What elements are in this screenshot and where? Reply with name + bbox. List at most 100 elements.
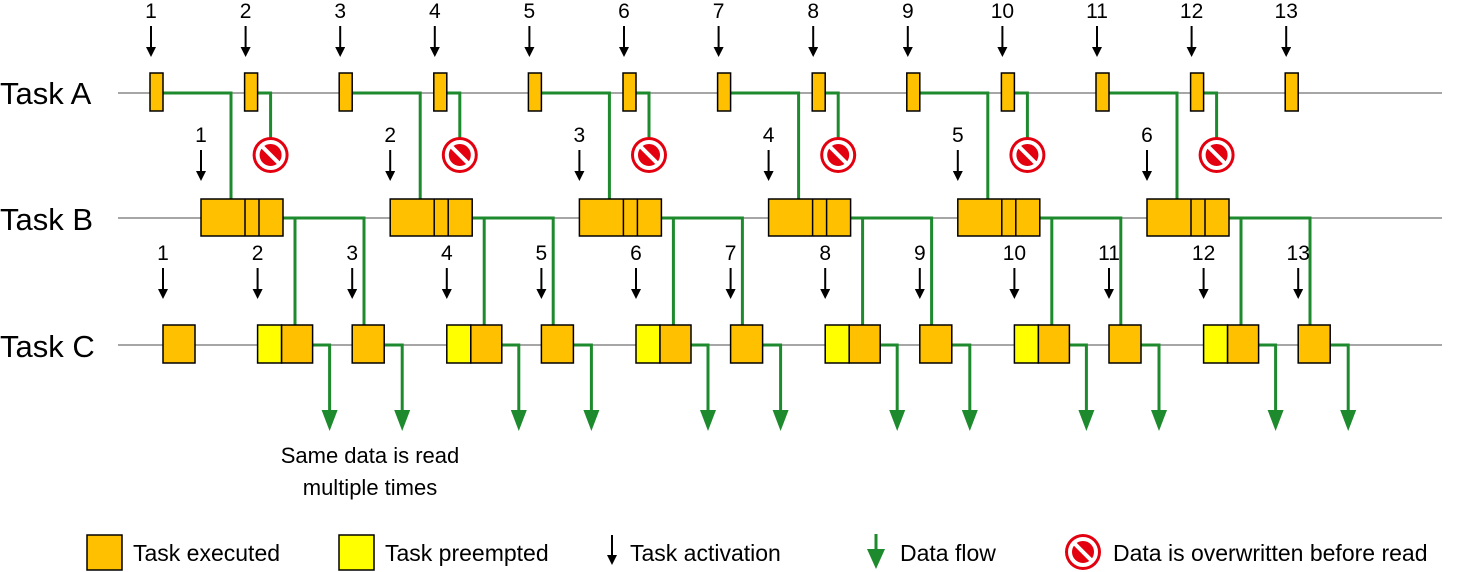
task-c-label: Task C xyxy=(0,329,95,364)
task-c-activation-5-number: 5 xyxy=(536,242,548,265)
flow-c-out-8-arrowhead xyxy=(889,410,906,431)
flow-c-out-7-arrowhead xyxy=(772,410,789,431)
task-c-activation-6-number: 6 xyxy=(630,242,642,265)
task-a-job-10 xyxy=(1000,72,1016,112)
task-a-activation-5-number: 5 xyxy=(524,0,536,23)
task-b-activation-5-number: 5 xyxy=(952,124,964,147)
overwrite-icon-4 xyxy=(820,137,857,173)
task-c-activation-4-number: 4 xyxy=(441,242,453,265)
task-c-job-1 xyxy=(162,324,196,364)
task-c-activation-1-number: 1 xyxy=(157,242,169,265)
task-c-job-13 xyxy=(1297,324,1331,364)
task-c-activation-7-number: 7 xyxy=(725,242,737,265)
legend-overwritten-label: Data is overwritten before read xyxy=(1113,540,1428,566)
task-a-job-13 xyxy=(1284,72,1299,112)
note-line-1: Same data is read xyxy=(281,443,460,468)
task-b-job-5 xyxy=(957,198,1041,237)
flow-c-out-3-arrowhead xyxy=(394,410,411,431)
task-a-job-11 xyxy=(1095,72,1110,112)
legend-executed-label: Task executed xyxy=(133,540,280,566)
task-a-job-1 xyxy=(149,72,164,112)
data-flow-layer xyxy=(157,91,1357,431)
legend: Task executed Task preempted Task activa… xyxy=(86,534,1428,571)
legend-dataflow-arrowhead-icon xyxy=(867,549,885,569)
task-c-job-2-preempted xyxy=(256,324,283,364)
task-c-job-6-preempted xyxy=(635,324,661,364)
task-a-activation-12-number: 12 xyxy=(1180,0,1203,23)
task-a-job-9 xyxy=(906,72,921,112)
legend-activation-label: Task activation xyxy=(630,540,781,566)
task-c-job-11 xyxy=(1108,324,1142,364)
task-a-activation-10-number: 10 xyxy=(991,0,1014,23)
task-b-activation-4-number: 4 xyxy=(763,124,775,147)
overwrite-icon-3 xyxy=(631,137,667,173)
task-b-job-2 xyxy=(389,198,473,237)
note-line-2: multiple times xyxy=(303,475,437,500)
overwrite-icon-1 xyxy=(252,137,289,173)
task-b-job-3 xyxy=(578,198,663,237)
task-a-job-12 xyxy=(1189,72,1205,112)
task-b-activation-6-number: 6 xyxy=(1141,124,1153,147)
task-c-job-12-preempted xyxy=(1202,324,1229,364)
overwrite-icon-5 xyxy=(1009,137,1046,173)
task-a-job-5 xyxy=(527,72,543,112)
task-b-job-1 xyxy=(200,198,284,237)
legend-dataflow-label: Data flow xyxy=(900,540,996,566)
task-c-job-9 xyxy=(919,324,953,364)
task-a-activation-9-number: 9 xyxy=(902,0,914,23)
task-a-activation-7-number: 7 xyxy=(713,0,725,23)
task-c-activation-11-number: 11 xyxy=(1098,242,1120,265)
task-a-job-7 xyxy=(716,72,732,112)
task-a-job-4 xyxy=(433,72,448,112)
flow-c-out-12-arrowhead xyxy=(1267,410,1284,431)
task-b-label: Task B xyxy=(0,202,93,237)
task-b-activation-3-number: 3 xyxy=(574,124,586,147)
flow-c-out-10-arrowhead xyxy=(1078,410,1095,431)
task-c-job-4-preempted xyxy=(446,324,472,364)
legend-executed-swatch xyxy=(86,534,123,571)
task-c-job-7 xyxy=(729,324,764,364)
task-a-activation-8-number: 8 xyxy=(807,0,819,23)
task-execution-layer xyxy=(149,72,1331,364)
legend-preempted-swatch xyxy=(338,534,375,571)
legend-preempted-label: Task preempted xyxy=(385,540,549,566)
task-a-activation-3-number: 3 xyxy=(334,0,346,23)
task-c-job-6-executed xyxy=(659,324,692,364)
task-c-activation-3-number: 3 xyxy=(346,242,358,265)
flow-c-out-6-arrowhead xyxy=(700,410,716,431)
flow-c-out-4-arrowhead xyxy=(510,410,527,431)
task-c-activation-9-number: 9 xyxy=(914,242,926,265)
task-a-activation-4-number: 4 xyxy=(429,0,441,23)
task-a-activation-11-number: 11 xyxy=(1086,0,1108,23)
task-c-activation-12-number: 12 xyxy=(1192,242,1215,265)
task-c-activation-10-number: 10 xyxy=(1003,242,1026,265)
task-c-activation-8-number: 8 xyxy=(819,242,831,265)
task-c-job-5 xyxy=(540,324,575,364)
flow-c-out-5-arrowhead xyxy=(583,410,600,431)
task-c-job-4-executed xyxy=(470,324,503,364)
task-c-activation-13-number: 13 xyxy=(1287,242,1310,265)
task-c-job-10-preempted xyxy=(1013,324,1040,364)
task-a-job-3 xyxy=(338,72,353,112)
overwrite-icon-2 xyxy=(441,137,478,173)
task-c-job-3 xyxy=(351,324,385,364)
flow-c-out-13-arrowhead xyxy=(1340,410,1357,431)
task-c-job-8-executed xyxy=(848,324,881,364)
overwrite-icon-6 xyxy=(1198,137,1235,173)
task-a-label: Task A xyxy=(0,76,92,111)
task-b-job-6 xyxy=(1146,198,1230,237)
task-b-activation-1-number: 1 xyxy=(195,124,207,147)
flow-c-out-9-arrowhead xyxy=(961,410,978,431)
task-c-job-10-executed xyxy=(1037,324,1071,364)
task-a-job-6 xyxy=(622,72,637,112)
task-a-activation-6-number: 6 xyxy=(618,0,630,23)
overwrite-layer xyxy=(252,137,1235,173)
legend-overwritten-icon xyxy=(1065,534,1101,570)
task-a-activation-2-number: 2 xyxy=(240,0,252,23)
task-b-job-4 xyxy=(767,198,852,237)
task-a-job-8 xyxy=(811,72,826,112)
task-c-job-12-executed xyxy=(1226,324,1260,364)
flow-c-out-11-arrowhead xyxy=(1151,410,1167,431)
task-a-activation-13-number: 13 xyxy=(1275,0,1298,23)
